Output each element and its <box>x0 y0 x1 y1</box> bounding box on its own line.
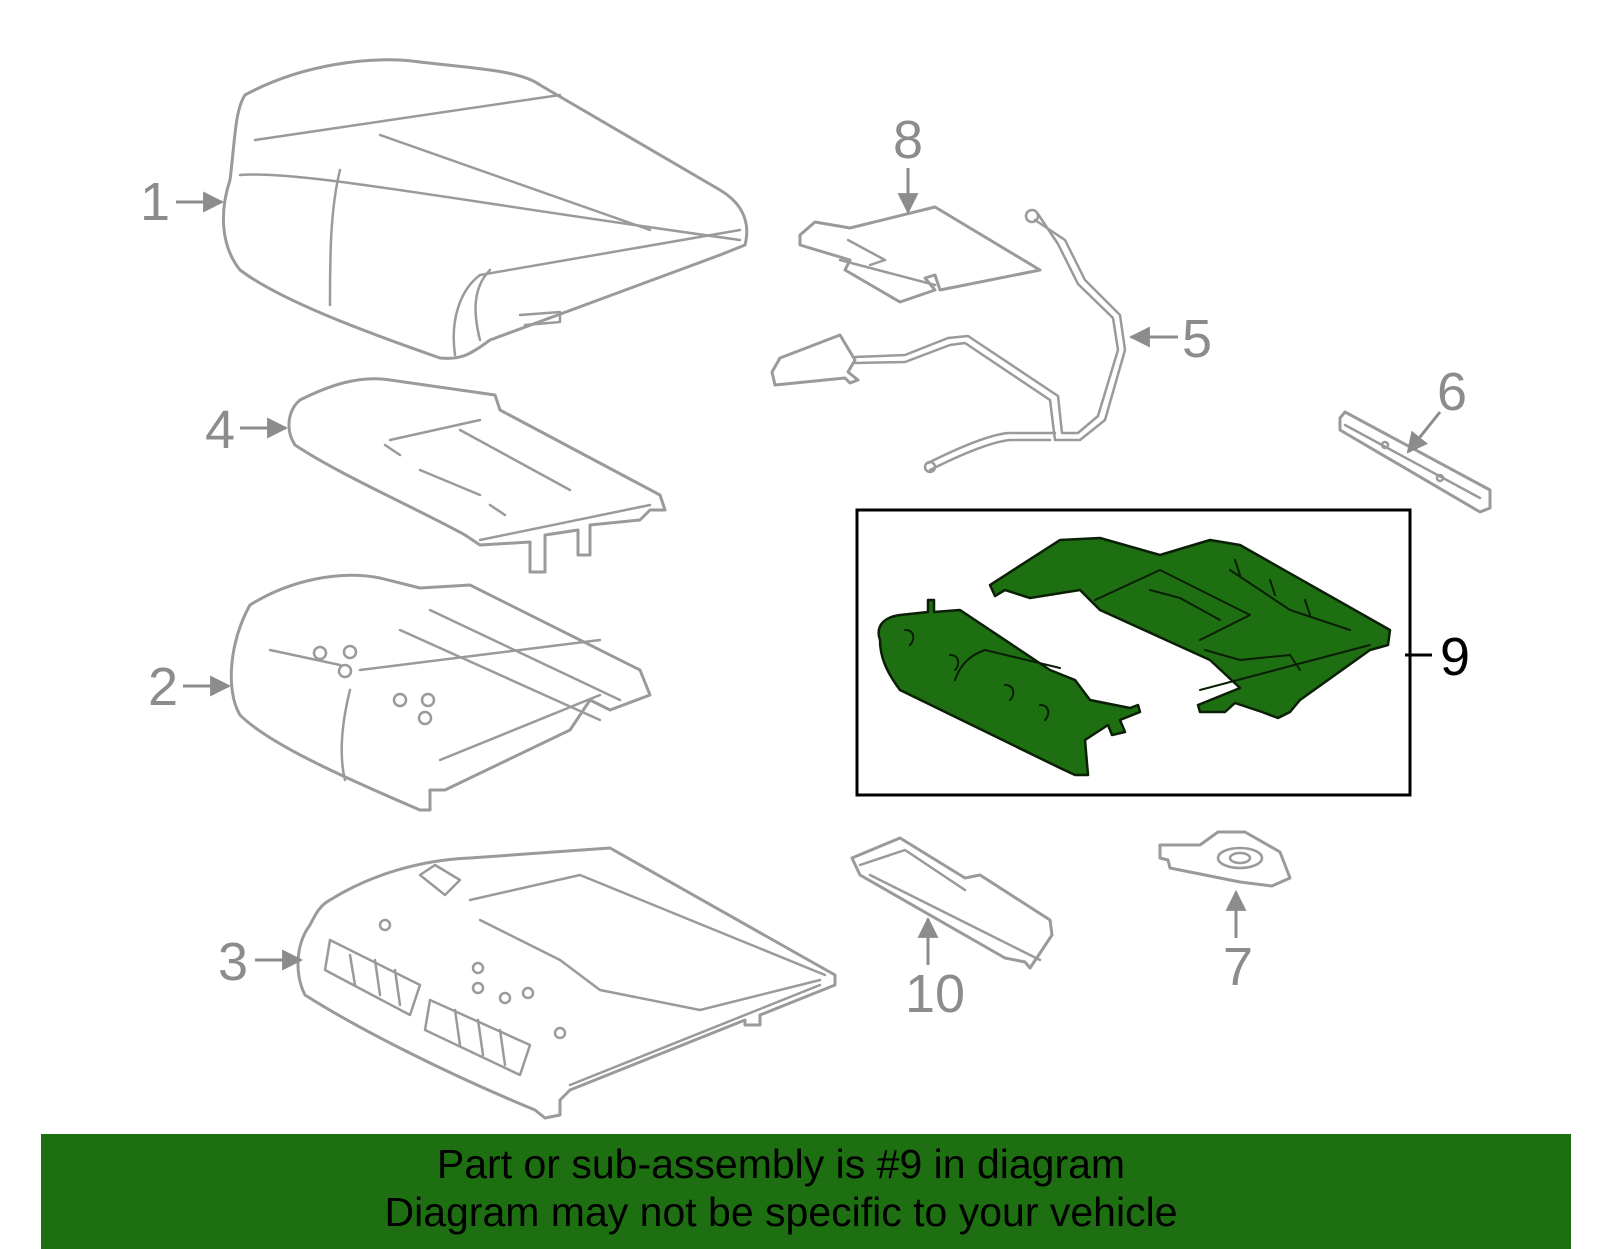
callout-9: 9 <box>1440 627 1470 687</box>
part-3-seat-frame <box>296 846 837 1120</box>
callout-6: 6 <box>1437 362 1467 422</box>
callout-8: 8 <box>893 110 923 170</box>
callout-6-arrow <box>1406 411 1442 454</box>
callout-10: 10 <box>905 964 965 1024</box>
callout-7: 7 <box>1223 937 1253 997</box>
callout-2: 2 <box>148 657 178 717</box>
part-10-rail <box>850 836 1054 970</box>
callout-4: 4 <box>205 400 235 460</box>
part-2-cushion-foam <box>229 573 652 812</box>
callout-3: 3 <box>218 932 248 992</box>
part-1-cushion-cover <box>221 58 749 360</box>
callout-5: 5 <box>1182 309 1212 369</box>
part-6-bracket <box>1338 410 1492 514</box>
part-8-heater-mat <box>798 205 1042 304</box>
part-9-seat-pan-assembly <box>877 536 1392 777</box>
banner-line-2: Diagram may not be specific to your vehi… <box>384 1189 1178 1235</box>
part-info-banner: Part or sub-assembly is #9 in diagram Di… <box>41 1134 1571 1249</box>
part-4-cushion-pad <box>287 377 667 574</box>
part-7-mount-bracket <box>1158 830 1292 888</box>
banner-line-1: Part or sub-assembly is #9 in diagram <box>436 1141 1126 1187</box>
part-5-wire-harness <box>770 208 1127 474</box>
callout-1: 1 <box>140 172 170 232</box>
